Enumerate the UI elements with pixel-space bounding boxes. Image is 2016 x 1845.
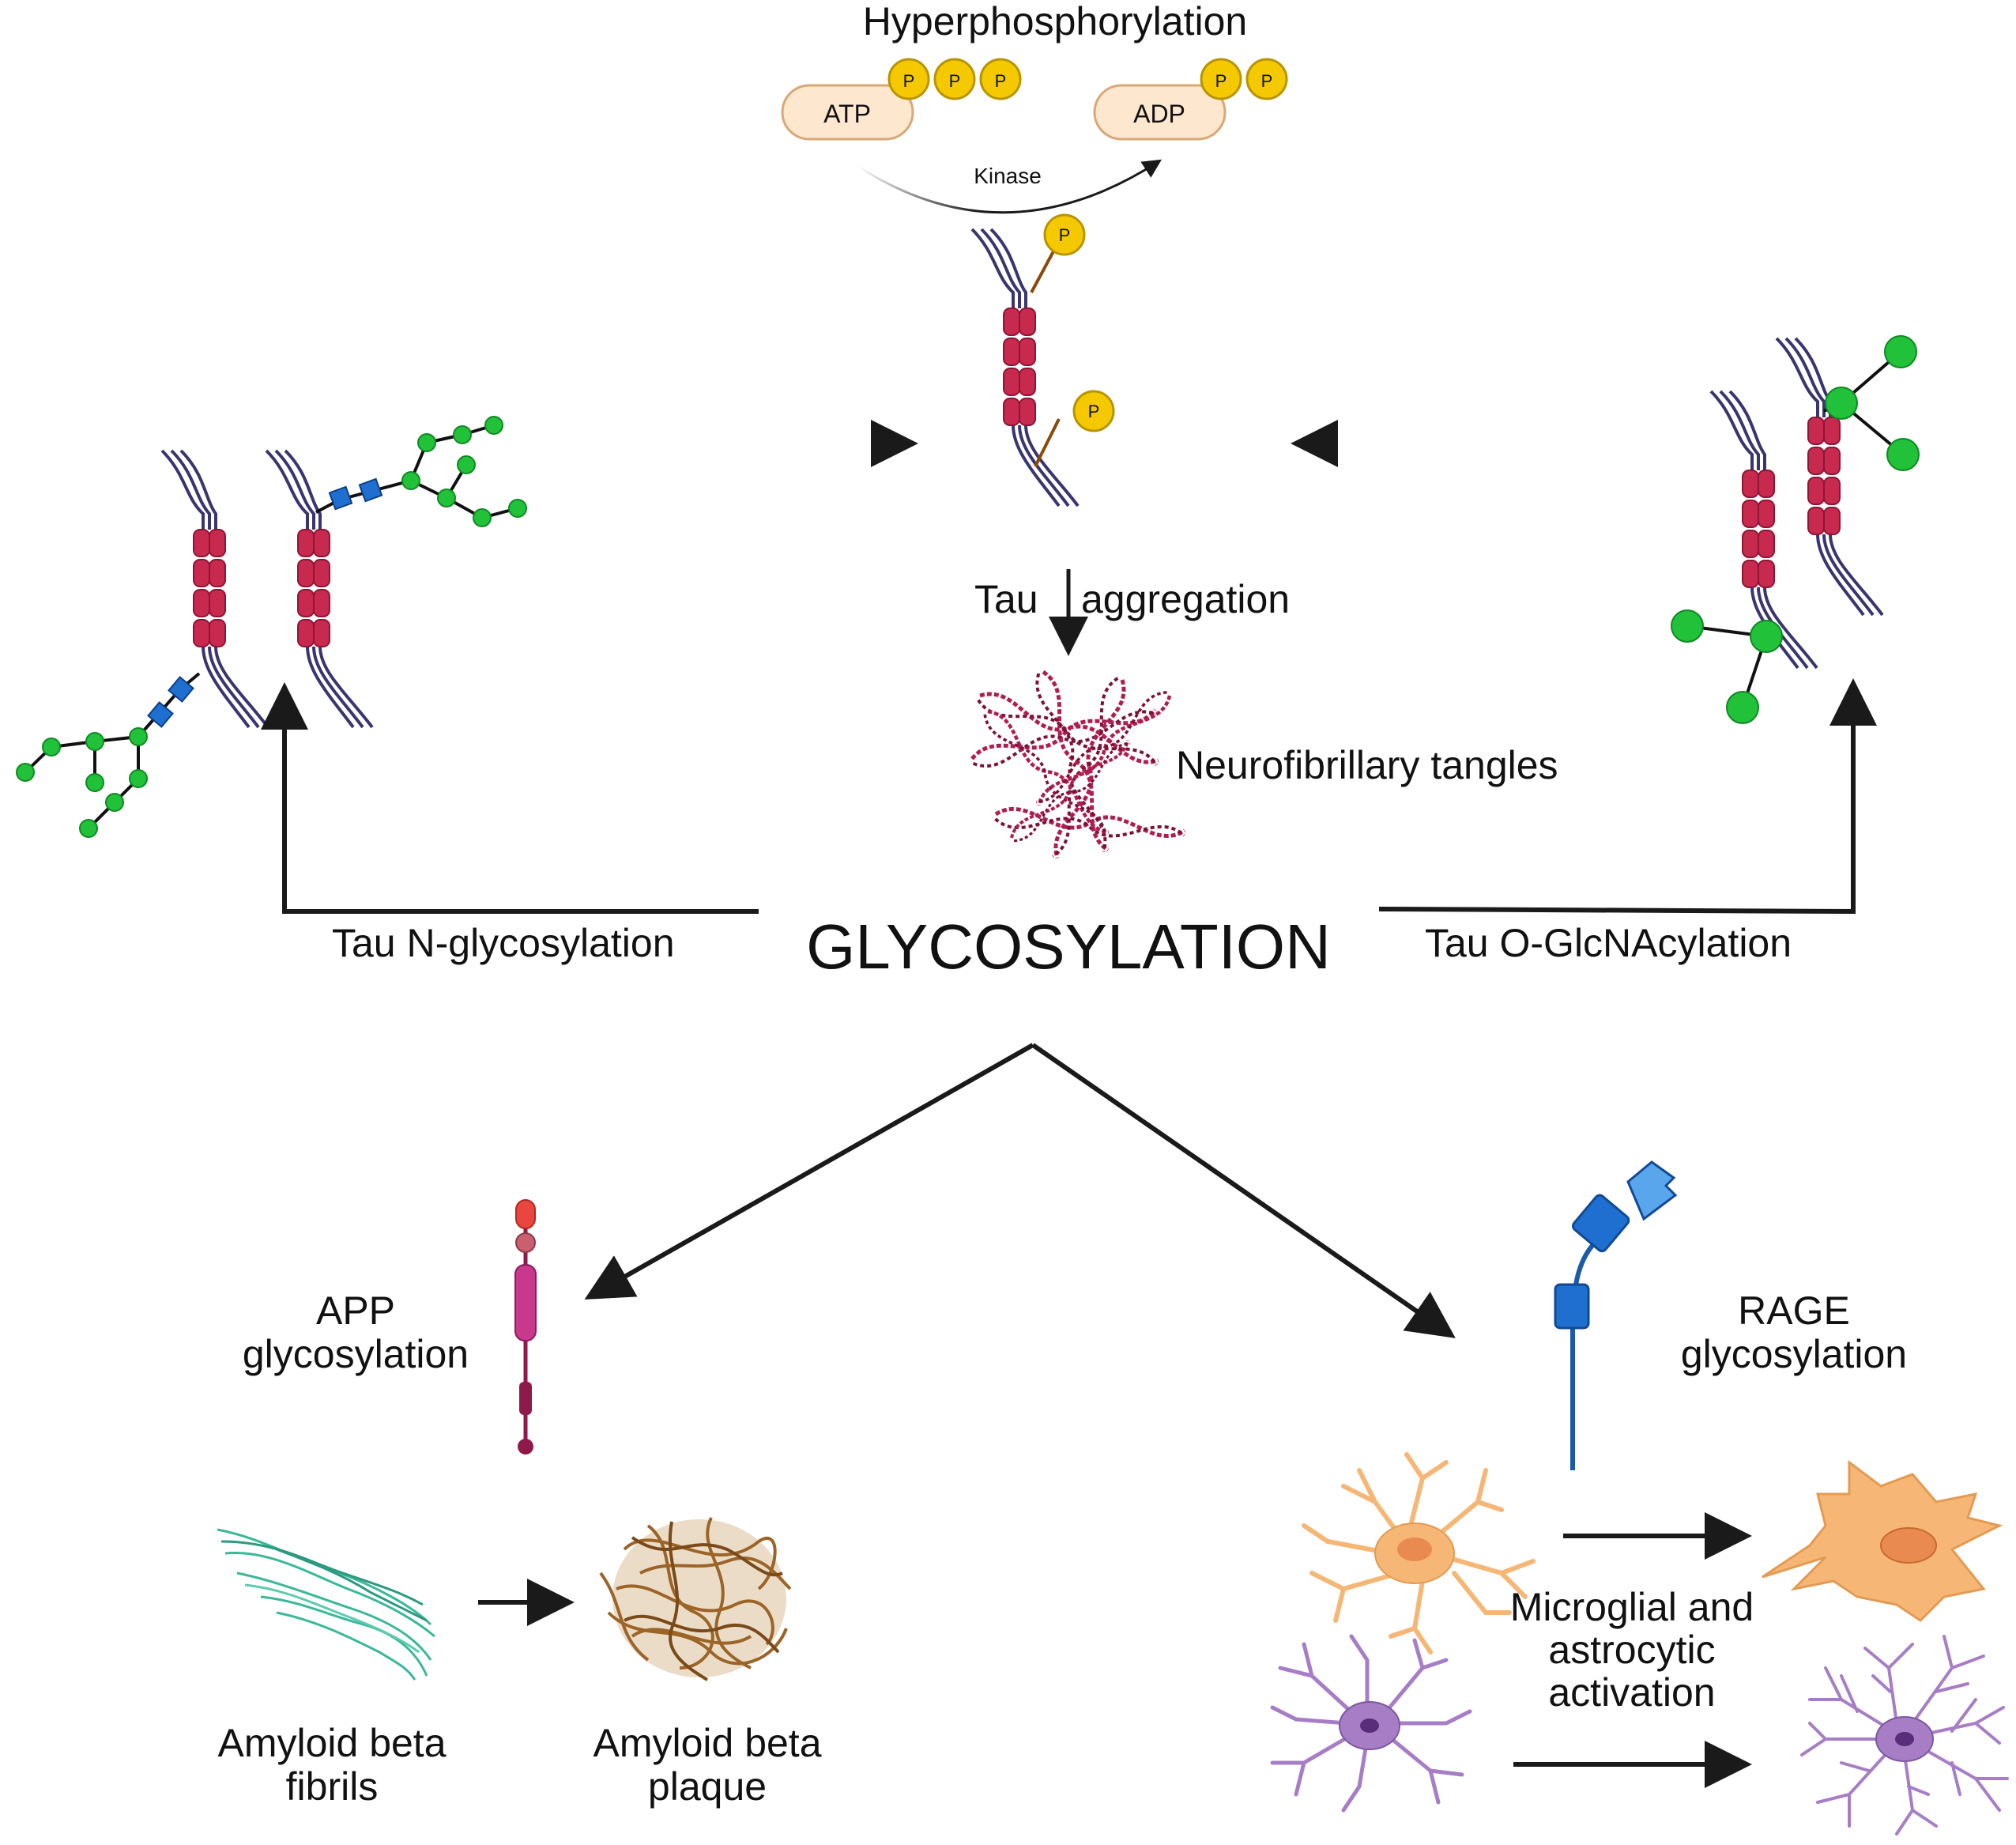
rage-label: RAGE [1738,1288,1850,1333]
astrocyte-resting-icon [1270,1634,1472,1813]
phosphorylated-tau [972,229,1078,506]
tau-o-glcnacylation-label: Tau O-GlcNAcylation [1425,921,1792,965]
amyloid-fibrils-label-line2: fibrils [286,1764,379,1809]
o-glcnacylation-arrow [1378,678,1877,915]
adp-molecule: ADP P P [1093,58,1288,141]
amyloid-plaque-label: Amyloid beta [593,1721,821,1765]
microglia-resting-nucleus [1397,1538,1432,1561]
app-label: APP [316,1288,395,1333]
hyperphosphorylation-heading: Hyperphosphorylation [863,0,1247,43]
svg-text:P: P [1261,71,1273,91]
rage-glycosylation-label: glycosylation [1681,1332,1907,1376]
amyloid-fibrils-icon [217,1528,435,1681]
n-glycosylated-tau [16,416,527,838]
rage-receptor-icon [1554,1160,1678,1470]
phosphate-icon: P [1043,213,1086,256]
microglia-resting-icon [1302,1452,1536,1654]
svg-text:P: P [1215,71,1227,91]
glial-activation-label-line3: activation [1548,1670,1715,1715]
app-protein-icon [514,1199,537,1454]
astrocyte-activated-nucleus [1895,1732,1914,1746]
astrocyte-resting-nucleus [1360,1719,1379,1733]
atp-label: ATP [823,100,871,128]
phosphate-icon: P [979,58,1022,100]
n-glycosylation-arrow [261,682,759,914]
to-app-arrow [584,1043,1034,1300]
kinase-arrow [857,159,1162,214]
to-rage-arrow [1031,1043,1456,1338]
adp-label: ADP [1133,100,1185,128]
svg-text:P: P [1088,402,1100,421]
svg-text:P: P [949,71,961,91]
phosphate-icon: P [1072,390,1115,432]
phosphate-icon: P [1200,58,1242,100]
astrocyte-activated-icon [1800,1635,2009,1836]
phosphate-icon: P [887,58,930,100]
app-glycosylation-label: glycosylation [243,1332,469,1376]
glycosylation-title: GLYCOSYLATION [806,911,1331,982]
amyloid-plaque-label-line2: plaque [648,1764,767,1809]
svg-text:P: P [1059,225,1071,245]
amyloid-plaque-icon [599,1517,792,1681]
tau-aggregation-label: aggregation [1081,577,1290,621]
svg-text:P: P [903,71,915,91]
microglia-activated-nucleus [1880,1527,1937,1564]
svg-text:P: P [995,71,1007,91]
amyloid-fibrils-label: Amyloid beta [217,1721,446,1765]
atp-molecule: ATP P P P [781,58,1022,141]
kinase-label: Kinase [974,164,1042,188]
glial-activation-label-line2: astrocytic [1548,1628,1715,1672]
tau-aggregation-tau-label: Tau [974,577,1038,621]
tau-n-glycosylation-label: Tau N-glycosylation [332,921,675,965]
o-glcnacylated-tau [1671,335,1920,724]
neurofibrillary-tangles-icon [970,670,1185,860]
neurofibrillary-tangles-label: Neurofibrillary tangles [1176,743,1558,787]
phosphate-icon: P [1245,58,1288,100]
glial-activation-label: Microglial and [1510,1585,1754,1629]
phosphate-icon: P [933,58,976,100]
